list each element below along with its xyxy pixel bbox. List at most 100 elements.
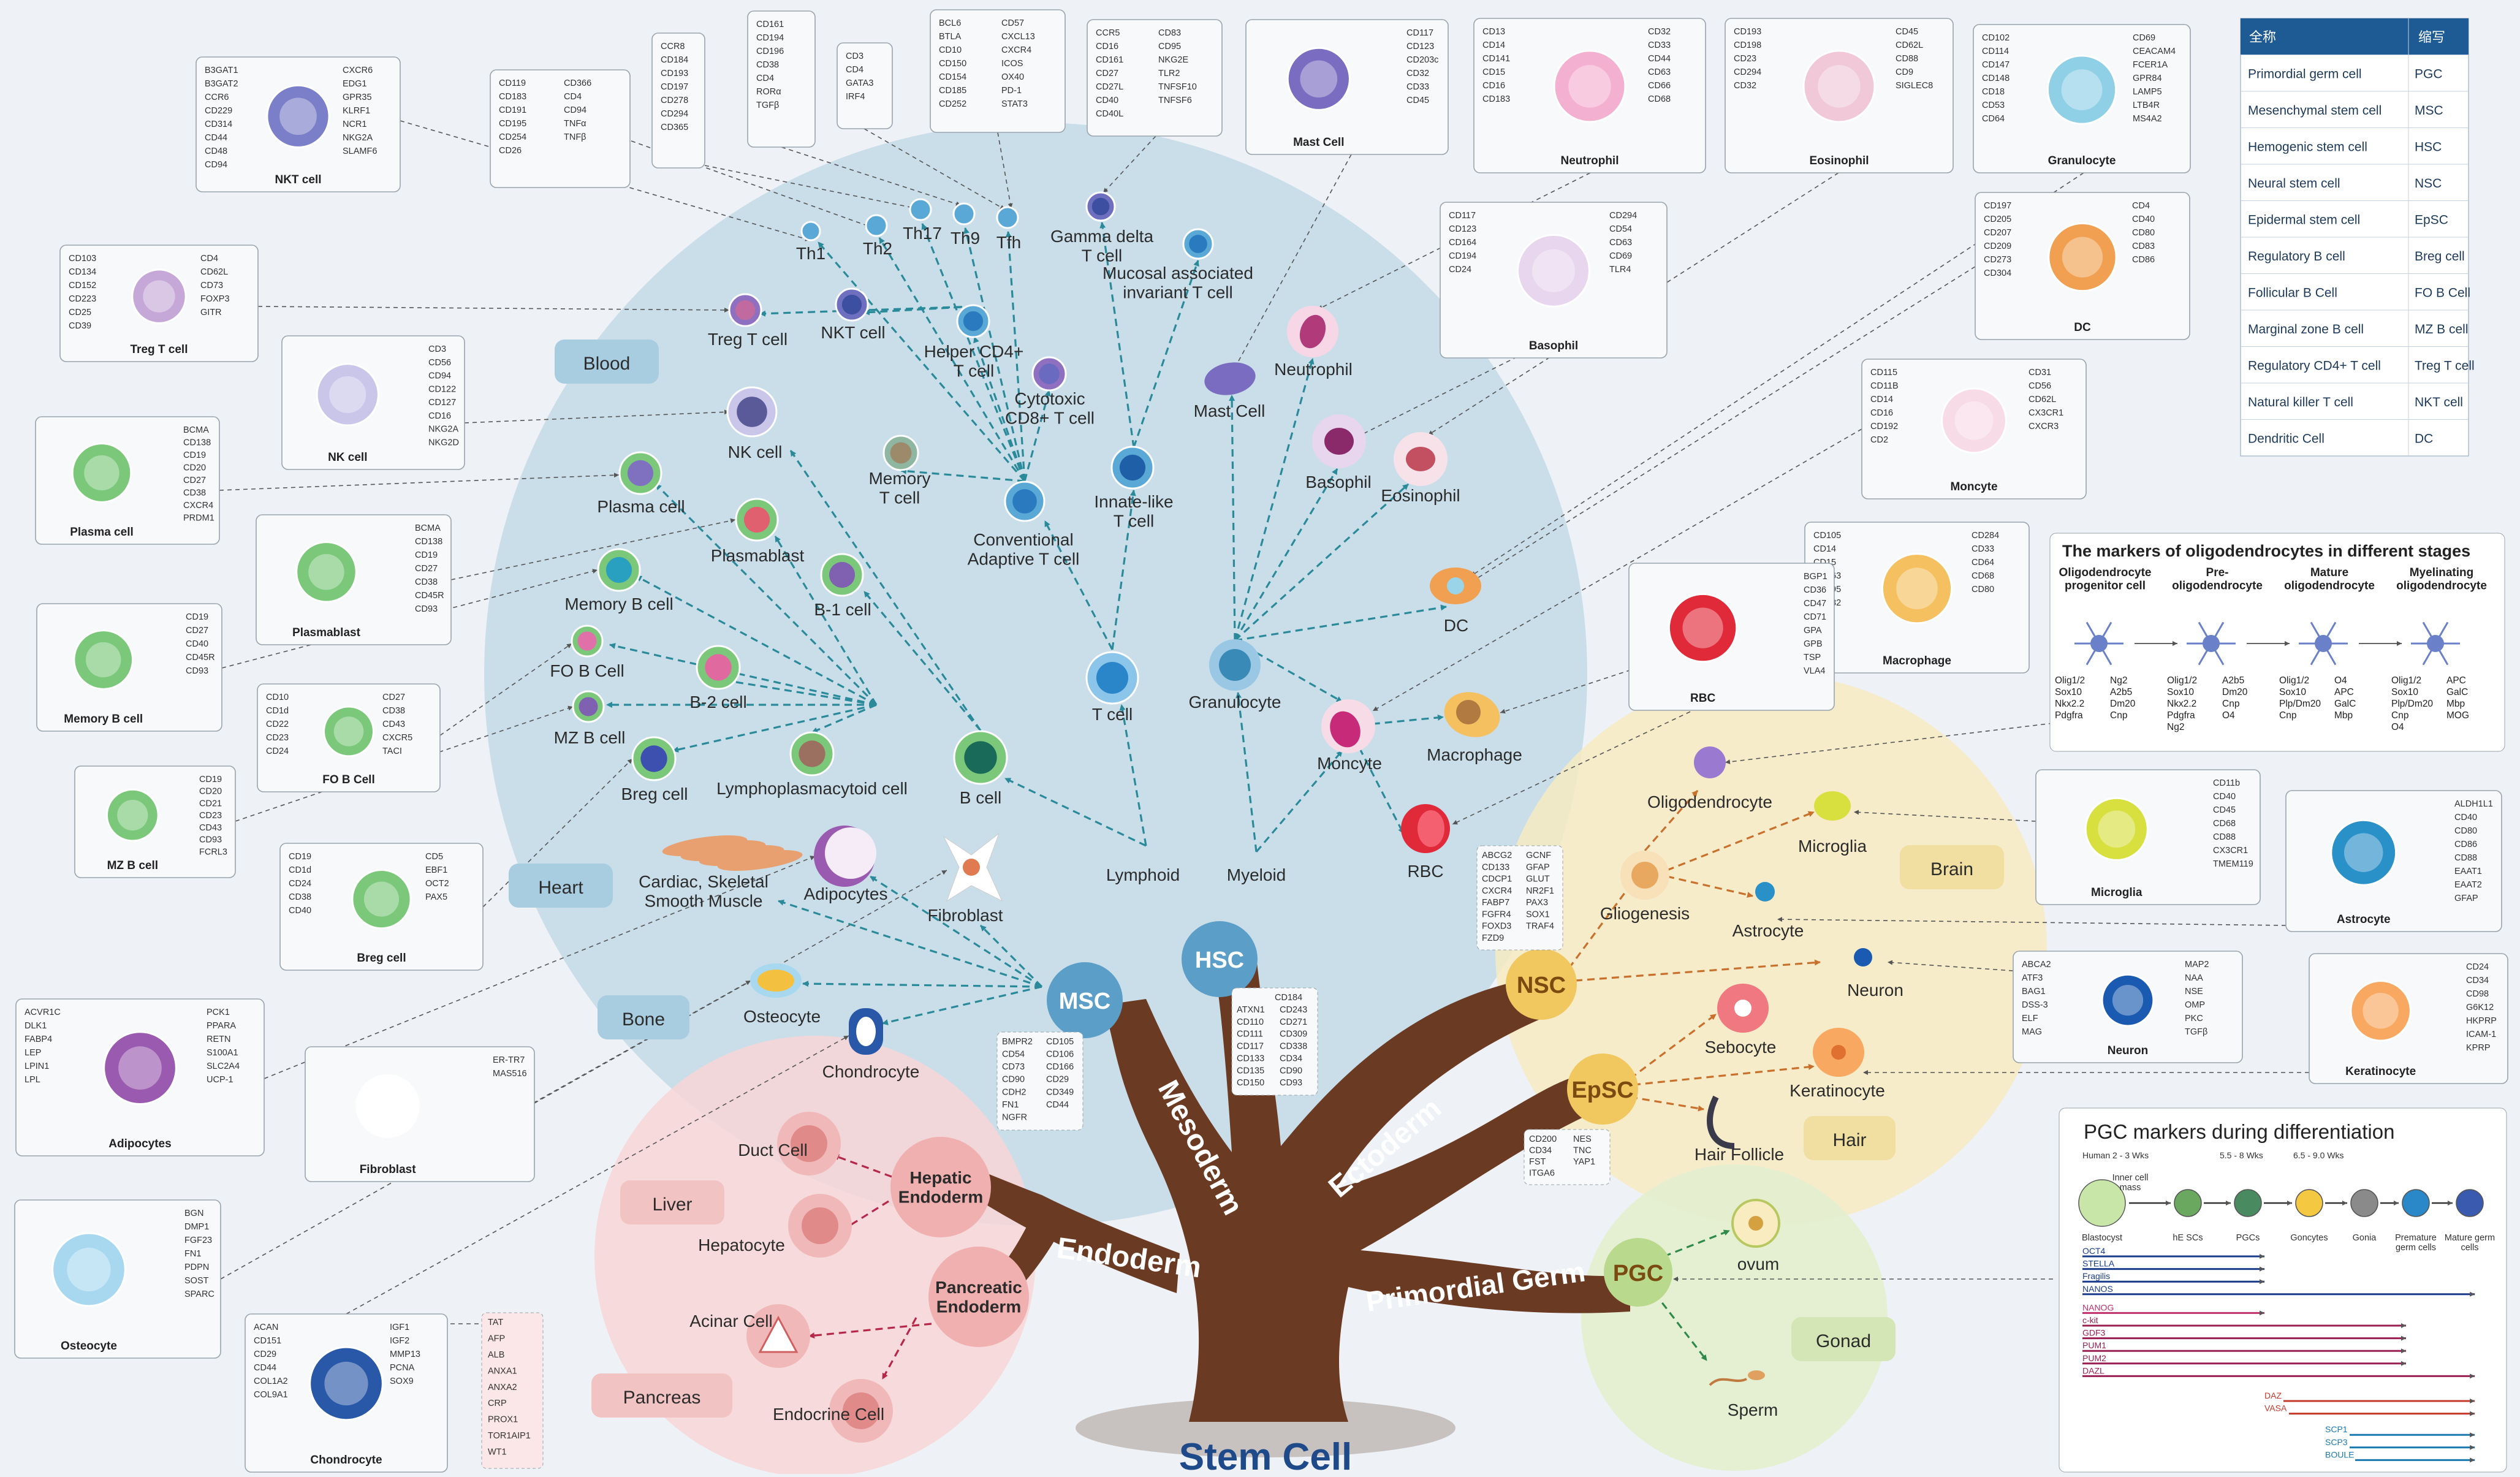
lineage-arrow (672, 704, 877, 753)
marker: CD10 (266, 693, 289, 702)
marker: BCMA (415, 523, 441, 533)
marker: CD94 (428, 371, 451, 381)
marker-connector (1102, 135, 1156, 194)
cell-label-rbc: RBC (1407, 862, 1443, 881)
hub-marker: CDH2 (1002, 1087, 1026, 1097)
hub-marker: CD110 (1237, 1017, 1264, 1027)
abbrev-full: Regulatory B cell (2248, 249, 2345, 264)
marker: LPIN1 (25, 1061, 49, 1071)
marker-box-cell-icon (323, 705, 374, 757)
marker: CD19 (415, 550, 438, 560)
marker-box-title: Keratinocyte (2345, 1065, 2416, 1078)
marker: ALDH1L1 (2454, 799, 2493, 809)
marker-connector (1470, 266, 1976, 583)
marker: CD2 (1870, 435, 1888, 445)
cell-label-oligo: Oligodendrocyte (1647, 792, 1772, 811)
cell-label-gliogenesis: Gliogenesis (1600, 904, 1690, 923)
marker: CD45 (1406, 96, 1429, 105)
hub-marker: NES (1573, 1134, 1592, 1144)
marker: CD134 (69, 267, 96, 277)
cell-label-tfh: Tfh (996, 233, 1021, 252)
cell-sperm: Sperm (1709, 1370, 1778, 1419)
marker: MAP2 (2185, 960, 2209, 970)
cell-label-plasma: Plasma cell (597, 497, 685, 516)
cell-label-osteocyte: Osteocyte (743, 1007, 821, 1026)
hub-marker: CD117 (1237, 1042, 1264, 1052)
pgc-stage-label: PGCs (2236, 1233, 2260, 1243)
cell-label-hairfollicle: Hair Follicle (1695, 1145, 1784, 1164)
marker: EBF1 (425, 865, 447, 875)
marker: STAT3 (1001, 99, 1028, 109)
lineage-arrow (1099, 222, 1135, 448)
hub-marker: CD133 (1237, 1054, 1264, 1063)
cell-endocrine: Endocrine Cell (773, 1379, 893, 1443)
hub-epsc: EpSC (1567, 1054, 1638, 1125)
oligo-marker: Olig1/2 (2055, 675, 2085, 686)
marker: CD93 (415, 604, 438, 614)
marker: CD294 (661, 109, 688, 119)
marker-box-chondrocyte: ACANCD151CD29CD44COL1A2COL9A1IGF1IGF2MMP… (245, 1313, 448, 1473)
marker: CD38 (756, 60, 779, 70)
marker: CD44 (205, 133, 227, 143)
marker: CXCR3 (2029, 422, 2059, 431)
abbrev-header-full: 全称 (2249, 29, 2276, 45)
marker: CD83 (1158, 28, 1181, 38)
marker: CD207 (1984, 228, 2011, 238)
marker: CD198 (1734, 40, 1761, 50)
lineage-arrow (921, 223, 1026, 482)
marker: ATF3 (2022, 973, 2043, 983)
marker: CCR8 (661, 42, 685, 51)
marker: CD117 (1406, 28, 1433, 38)
marker: GPR35 (343, 93, 372, 102)
marker: RETN (207, 1035, 230, 1044)
marker: CD40 (186, 639, 208, 649)
hub-marker: WT1 (488, 1448, 507, 1457)
cell-adipocytes: Adipocytes (804, 826, 887, 903)
cell-label-th2: Th2 (863, 239, 892, 258)
tissue-label-heart: Heart (538, 878, 583, 898)
marker: CD57 (1001, 18, 1024, 28)
pgc-stage: Goncytes (2290, 1189, 2347, 1243)
abbrev-short: MZ B cell (2415, 322, 2469, 336)
marker: MAS516 (493, 1069, 527, 1079)
marker: CD195 (499, 119, 526, 129)
hub-label-nsc: NSC (1517, 973, 1566, 998)
hub-marker: CD90 (1280, 1066, 1302, 1076)
hub-marker: CD150 (1237, 1078, 1264, 1088)
marker-box-eosinophil: CD193CD198CD23CD294CD32CD45CD62LCD88CD9S… (1725, 18, 1954, 173)
marker: GATA3 (846, 78, 873, 88)
pgc-marker-name: SCP1 (2325, 1424, 2348, 1434)
cell-label-treg: Treg T cell (708, 330, 788, 349)
hub-marker: FOXD3 (1482, 922, 1511, 932)
pgc-marker-row: c-kit (2082, 1315, 2406, 1328)
marker: CD40 (1096, 96, 1118, 105)
marker: TACI (382, 746, 402, 756)
marker-box-breg: CD19CD1dCD24CD38CD40CD5EBF1OCT2PAX5Breg … (279, 843, 484, 971)
marker: CD192 (1870, 422, 1898, 431)
marker: CCR6 (205, 93, 229, 102)
marker-box-granulocyte: CD102CD114CD147CD148CD18CD53CD64CD69CEAC… (1973, 24, 2191, 173)
marker: PDPN (184, 1262, 209, 1272)
oligo-marker: APC (2446, 675, 2466, 686)
marker: CD1d (289, 865, 311, 875)
marker-box-cell-icon (73, 629, 134, 690)
marker: CD252 (939, 99, 966, 109)
marker: SPARC (184, 1289, 214, 1299)
pgc-week: 6.5 - 9.0 Wks (2293, 1150, 2344, 1160)
marker-box-cell-icon (1802, 50, 1876, 123)
lineage-arrow (1234, 468, 1338, 641)
cell-label-mast: Mast Cell (1194, 401, 1266, 420)
cell-b1: B-1 cell (814, 553, 871, 619)
pgc-stage: PGCs (2234, 1189, 2292, 1243)
hub-marker: NGFR (1002, 1112, 1027, 1122)
pgc-marker-panel: PGC markers during differentiationHuman … (2059, 1107, 2507, 1477)
lineage-arrow (870, 875, 1042, 988)
lineage-arrow (1347, 726, 1405, 834)
oligo-marker: A2b5 (2222, 675, 2244, 686)
marker: MS4A2 (2133, 114, 2162, 124)
marker: CD43 (199, 823, 222, 833)
hub-marker: PAX3 (1526, 898, 1548, 908)
